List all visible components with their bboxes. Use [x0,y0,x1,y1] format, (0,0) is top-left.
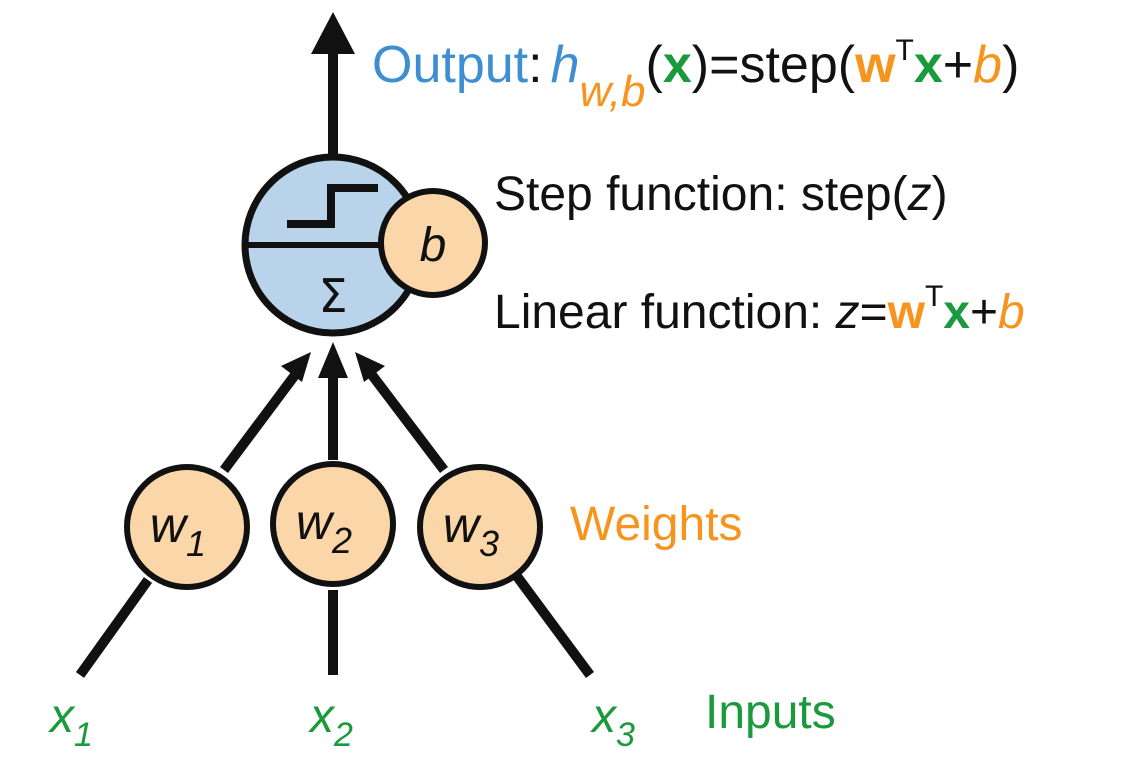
svg-text:w2: w2 [296,494,352,561]
linear-function-label: Linear function: z=wTx+b [494,280,1025,339]
input-x2: x2 [308,690,353,754]
input-x3: x3 [590,690,635,754]
sum-symbol: Σ [318,269,347,323]
inputs-label: Inputs [705,686,836,739]
input-x1: x1 [48,690,93,754]
step-function-label: Step function: step(z) [494,168,948,221]
edge-w3-unit [368,371,448,474]
weight-node-3: w3 [417,464,543,590]
bias-node: b [378,188,488,298]
svg-text:w1: w1 [150,497,206,564]
output-formula: Output:hw,b(x)=step(wTx+b) [372,34,1019,116]
output-label: Output [372,36,529,94]
output-arrow [311,12,355,168]
edge-x3-w3 [511,572,595,678]
weight-node-2: w2 [270,461,396,587]
weights-label: Weights [570,498,743,551]
step-function-icon [287,184,378,228]
perceptron-unit: Σ [241,153,425,337]
edge-x1-w1 [75,577,153,678]
input-edges [75,572,595,678]
edge-w1-unit [219,372,300,473]
weight-edges [219,342,448,474]
svg-text:w3: w3 [443,497,499,564]
weight-node-1: w1 [124,464,250,590]
bias-label: b [420,219,447,272]
